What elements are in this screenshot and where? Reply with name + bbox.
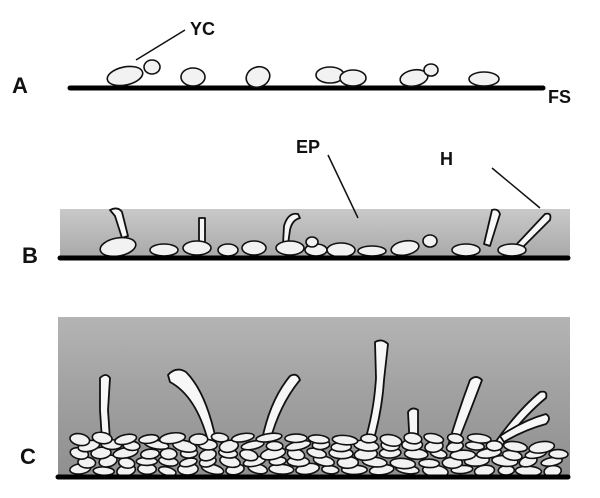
yeast-cell — [502, 440, 529, 453]
yeast-cell — [139, 448, 161, 460]
yeast-cell — [418, 458, 441, 469]
yeast-cell — [403, 432, 423, 445]
yeast-cell — [69, 432, 91, 447]
yeast-cell — [389, 457, 417, 470]
yeast-cell — [92, 466, 116, 477]
yeast-cell — [114, 433, 138, 446]
yeast-cell — [188, 433, 209, 446]
yc-label: YC — [190, 19, 215, 39]
yeast-cell — [240, 439, 265, 451]
panel-c: C — [20, 317, 571, 480]
yeast-cell-layer-c — [69, 431, 569, 478]
yeast-cell — [331, 434, 359, 446]
hyphae-c — [99, 339, 550, 449]
panel-b-label: B — [22, 243, 38, 268]
yeast-cell — [91, 431, 113, 445]
panel-a: A YC FS — [12, 19, 571, 107]
yeast-cell — [158, 431, 187, 445]
yeast-cell — [528, 440, 556, 454]
panel-b: B EP H — [22, 137, 571, 268]
yeast-cell — [159, 447, 178, 461]
yc-leader-line — [135, 29, 186, 61]
hyphae-b — [109, 207, 552, 249]
fs-label: FS — [548, 87, 571, 107]
yeast-cell — [449, 449, 477, 461]
yeast-cell — [360, 433, 378, 444]
h-leader-line — [491, 167, 541, 209]
ep-leader-line — [327, 154, 359, 219]
yeast-cell — [379, 433, 403, 447]
yeast-cell — [307, 434, 331, 445]
yeast-cell — [485, 439, 504, 452]
yeast-cell — [446, 432, 465, 444]
yeast-cell — [138, 433, 160, 445]
ep-label: EP — [296, 137, 320, 157]
yeast-cell — [284, 433, 308, 444]
yeast-cell — [466, 433, 492, 444]
panel-a-label: A — [12, 73, 28, 98]
yeast-cell — [423, 432, 445, 445]
yeast-cell — [265, 440, 284, 452]
yeast-cell — [90, 446, 112, 460]
panel-c-label: C — [20, 444, 36, 469]
yeast-cell — [255, 432, 283, 443]
h-label: H — [440, 149, 453, 169]
yeast-cell — [230, 432, 255, 443]
yeast-cell — [548, 448, 569, 460]
yeast-cell — [210, 432, 230, 443]
yeast-cell — [540, 456, 563, 467]
yeast-cells-a — [106, 59, 500, 89]
